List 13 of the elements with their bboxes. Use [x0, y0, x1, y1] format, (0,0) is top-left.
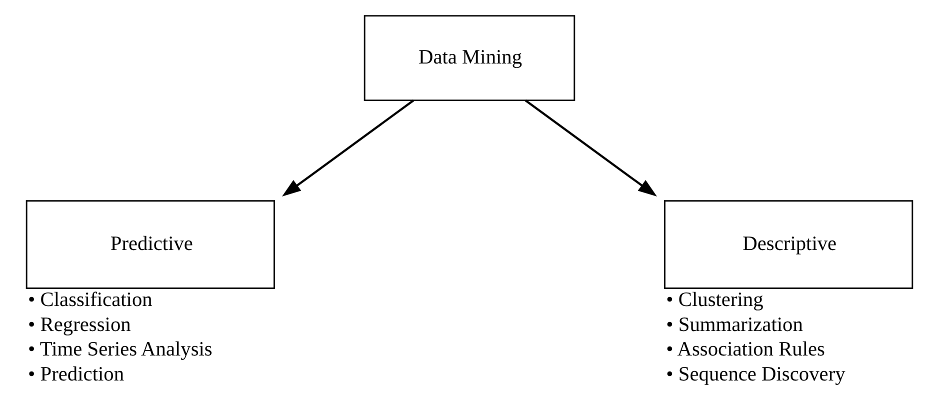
- node-label: • Time Series Analysis: [28, 338, 212, 361]
- node-label: • Sequence Discovery: [666, 363, 846, 386]
- node-label: • Clustering: [666, 289, 764, 312]
- arrow: [524, 100, 658, 197]
- node-box: Predictive: [26, 200, 275, 289]
- node-box: Descriptive: [664, 200, 914, 289]
- node-label: • Association Rules: [666, 338, 825, 361]
- node-label: • Regression: [28, 314, 131, 336]
- node-label: • Prediction: [28, 363, 124, 386]
- node-label: • Classification: [28, 289, 152, 312]
- arrow: [282, 100, 414, 197]
- node-label: • Summarization: [666, 314, 803, 336]
- node-box: Data Mining: [364, 15, 576, 102]
